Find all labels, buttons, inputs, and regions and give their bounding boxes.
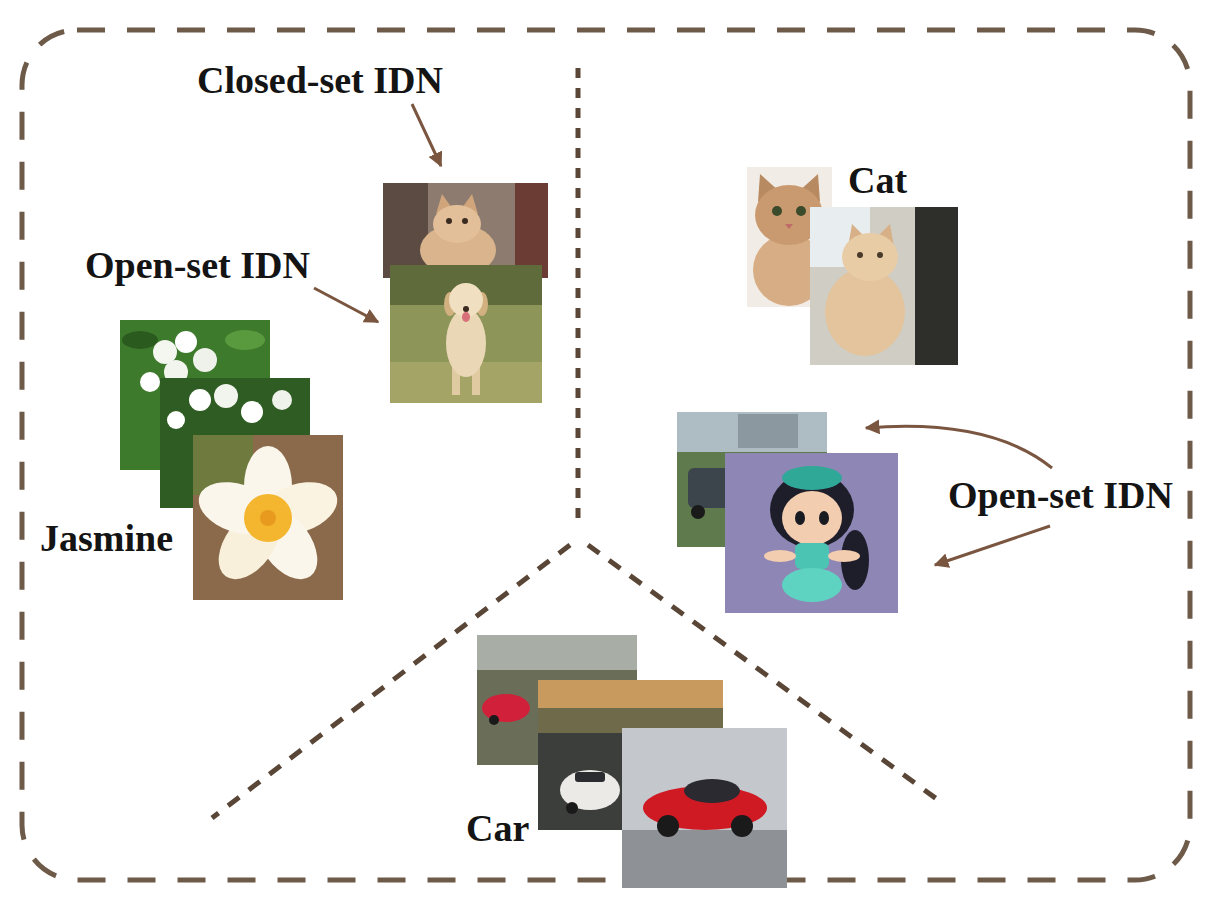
- dog-nose: [463, 306, 469, 312]
- cat-eye: [796, 206, 806, 216]
- cartoon-face: [782, 491, 842, 545]
- cat-photo: [810, 207, 958, 365]
- photo-building: [738, 414, 798, 448]
- cat-eye: [877, 252, 883, 258]
- class-label: Car: [466, 809, 529, 847]
- car-window: [575, 772, 605, 782]
- dog-head: [449, 283, 483, 317]
- dog-tongue: [462, 312, 470, 322]
- plumeria-photo: [192, 435, 344, 600]
- flower: [272, 390, 292, 410]
- leader-arrow: [314, 288, 378, 322]
- cartoon-arm: [828, 550, 860, 562]
- callout-label: Closed-set IDN: [197, 61, 443, 99]
- cartoon-eye: [795, 511, 805, 525]
- callout-label: Open-set IDN: [948, 476, 1173, 514]
- leaf: [225, 330, 265, 350]
- flower: [175, 331, 197, 353]
- leader-arrow: [935, 526, 1050, 565]
- closed-set-photo: [383, 183, 548, 278]
- dog-photo: [390, 265, 542, 403]
- photo-ground: [390, 265, 542, 403]
- flower-center: [260, 510, 276, 526]
- cat-eye: [857, 252, 863, 258]
- cartoon-body: [795, 543, 829, 569]
- photo-ground: [725, 453, 898, 613]
- photo-shadow: [915, 207, 958, 365]
- photo-ground: [383, 183, 548, 278]
- car-body: [482, 694, 530, 722]
- cat-body: [825, 268, 905, 356]
- photo-sky: [538, 680, 723, 708]
- flower: [167, 411, 185, 429]
- car-wheel: [657, 815, 679, 837]
- flower-center: [244, 494, 292, 542]
- car-wheel: [731, 815, 753, 837]
- photo-road: [622, 830, 787, 888]
- car-photo: [622, 728, 787, 888]
- photo-ground: [810, 207, 958, 365]
- flower: [140, 372, 160, 392]
- class-label: Cat: [848, 161, 907, 199]
- photo-ground: [193, 435, 343, 600]
- leaf: [122, 331, 158, 349]
- leader-arrow: [412, 104, 441, 166]
- animal-eye: [462, 218, 468, 224]
- car-wheel: [566, 802, 578, 814]
- cartoon-arm: [764, 550, 796, 562]
- flower: [189, 389, 211, 411]
- cat-nose: [785, 224, 793, 229]
- photo-shadow: [383, 183, 428, 278]
- cartoon-hat: [782, 466, 842, 490]
- flower: [193, 348, 217, 372]
- photo-sky: [477, 635, 637, 670]
- car-wheel: [489, 715, 499, 725]
- cartoon-eye: [819, 511, 829, 525]
- class-label: Jasmine: [40, 519, 173, 557]
- callout-label: Open-set IDN: [85, 246, 310, 284]
- cartoon-pants: [782, 568, 842, 602]
- dog-body: [446, 309, 486, 377]
- photo-sky: [677, 412, 827, 452]
- flower: [214, 384, 238, 408]
- leader-arrow: [866, 426, 1052, 468]
- cat-eye: [772, 206, 782, 216]
- animal-head: [433, 205, 481, 243]
- car-window: [684, 779, 740, 803]
- cat-head: [842, 233, 898, 281]
- cartoon-photo: [725, 453, 898, 613]
- photo-shadow: [515, 183, 548, 278]
- region-divider: [576, 68, 581, 520]
- outer-frame: [22, 30, 1190, 880]
- car-wheel: [691, 505, 705, 519]
- animal-eye: [446, 218, 452, 224]
- flower: [241, 401, 263, 423]
- photo-ground: [622, 728, 787, 888]
